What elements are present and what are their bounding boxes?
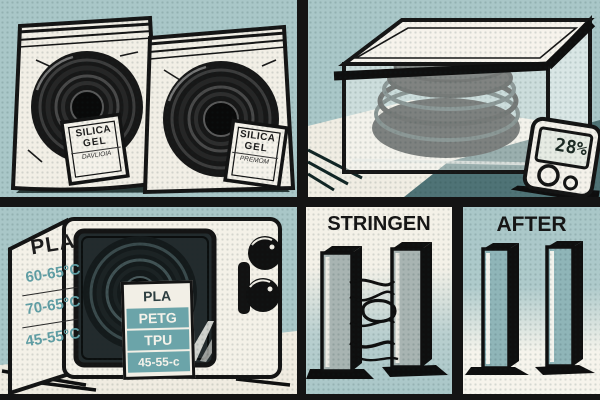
hygrometer [510,116,600,197]
sealed-bags-illustration [10,15,296,195]
after-panel: AFTER [463,207,600,394]
stringing-illustration [306,242,448,379]
hygrometer-button-large [537,164,560,187]
silica-packet-2-label: SILICA GEL PREMOM [231,129,281,168]
storage-bag-2 [142,24,296,195]
sealed-bags-panel: SILICA GEL DAVLIOIA SILICA GEL PREMOM [0,0,297,197]
silica-packet-1-label: SILICA GEL DAVLIOIA [68,124,122,163]
card-row-pla: PLA [125,285,189,307]
glass-glare [351,158,537,166]
control-knob-2 [246,278,280,312]
filament-dryer-panel: PLA 60-65°C 70-65°C 45-55°C PLA PETG TPU… [0,207,297,394]
after-title: AFTER [496,213,567,236]
filament-strings [349,278,399,362]
pillar-shadow-left [465,367,529,375]
after-illustration [465,241,595,375]
window-glare-2 [200,339,212,362]
storage-bag-1 [10,15,162,192]
stringing-title: STRINGEN [327,213,431,235]
silica-packet-1 [59,112,130,186]
hygrometer-button-small [563,175,579,191]
stringy-pillar-left [320,246,362,373]
latch-band-side [544,19,596,70]
lcd-display [534,126,594,170]
latch-band-front [333,61,549,81]
stringing-panel: STRINGEN [306,207,452,394]
control-knob-1 [248,236,282,270]
stringy-pillar-right [390,242,432,369]
card-row-temp: 45-55-c [127,351,191,373]
clean-pillar-right [545,241,583,368]
silica-packet-2 [223,118,289,190]
card-row-petg: PETG [126,307,189,329]
zipper-seal-1 [17,22,153,48]
box-front [342,62,550,174]
dry-box-illustration [308,15,600,197]
dry-box-panel: 28% [308,0,600,197]
zipper-seal-2 [148,31,287,60]
clean-pillar-left [481,243,519,370]
card-row-tpu: TPU [127,329,190,351]
box-lid-lip [353,27,579,59]
temperature-card: PLA PETG TPU 45-55-c [120,280,196,380]
door-handle [238,262,250,314]
